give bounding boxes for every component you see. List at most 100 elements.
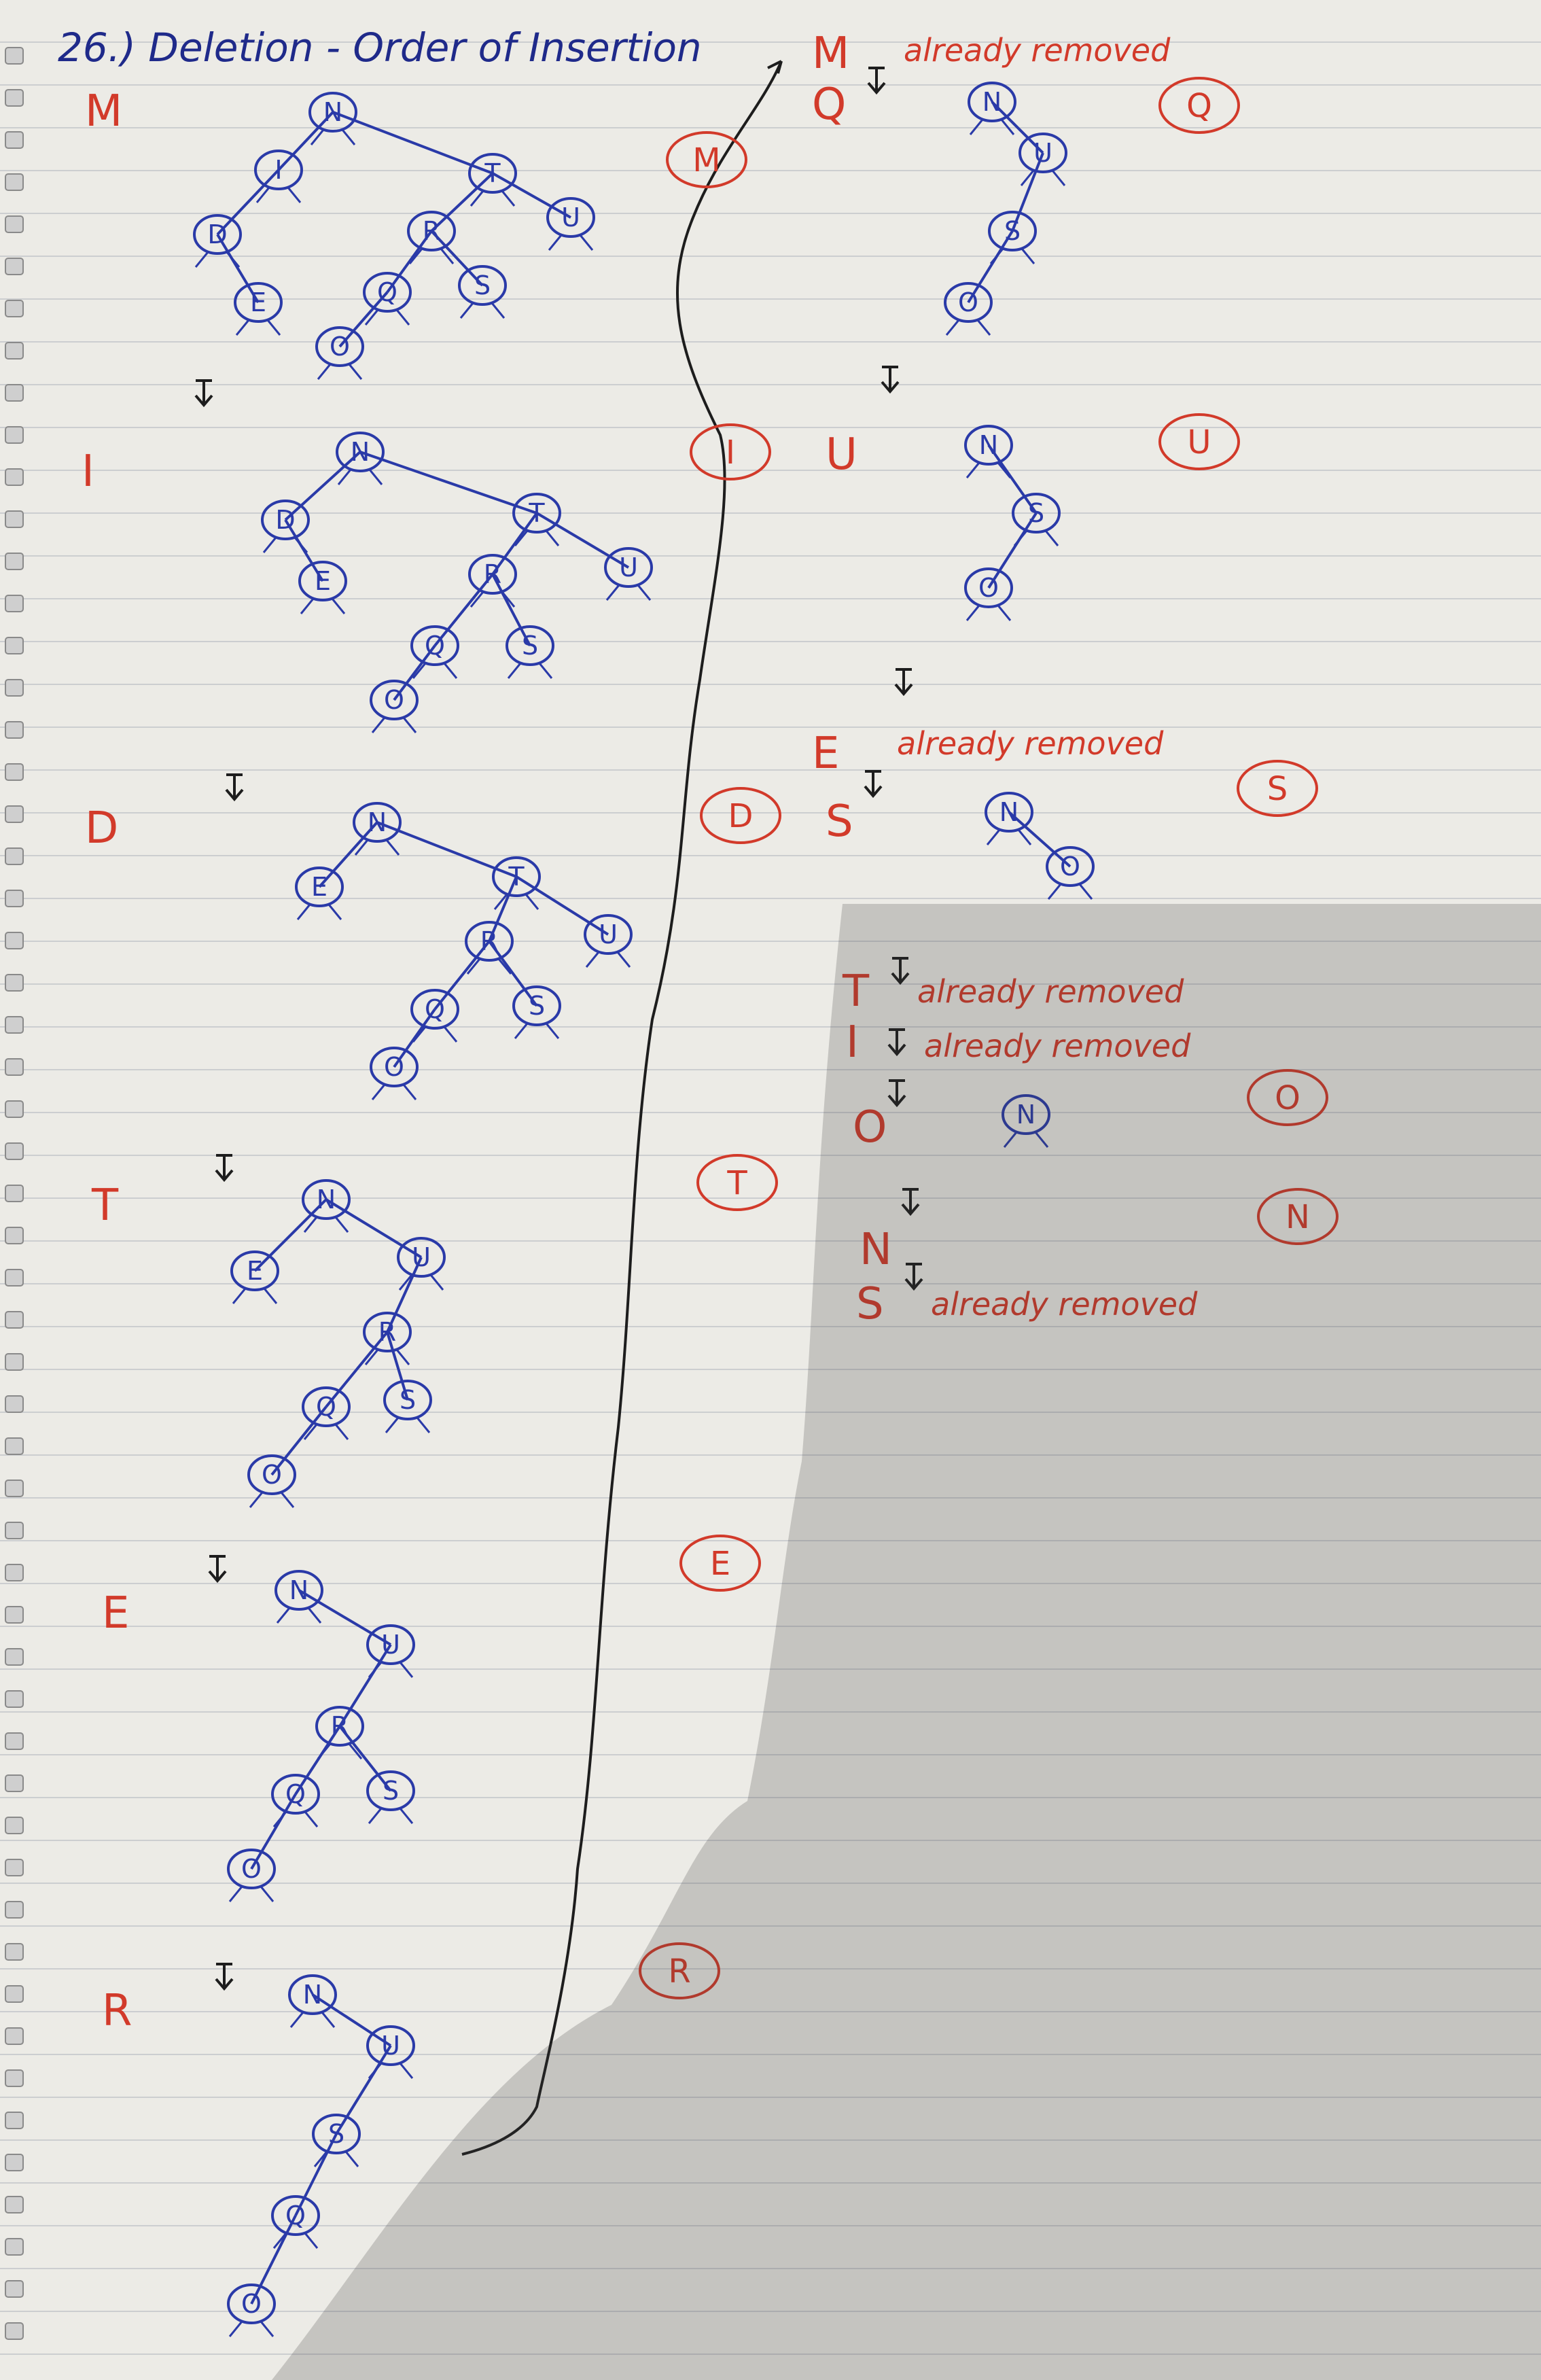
binding-hole	[5, 1058, 24, 1076]
tree-node	[312, 2114, 361, 2154]
binding-hole	[5, 637, 24, 654]
null-link	[276, 1607, 322, 1624]
tree-node-label: O	[384, 1052, 404, 1082]
tree-edge	[430, 172, 494, 232]
binding-hole	[5, 1985, 24, 2003]
step-letter: N	[860, 1225, 892, 1275]
down-arrow	[887, 1028, 906, 1057]
divider-arrow	[767, 60, 783, 74]
tree-edge	[393, 644, 436, 701]
tree-node-label: T	[508, 862, 525, 892]
binding-hole	[5, 1901, 24, 1919]
tree-node	[247, 1454, 296, 1495]
tree-node-label: Q	[377, 277, 397, 307]
binding-hole	[5, 721, 24, 739]
tree-node-label: S	[383, 1776, 399, 1806]
binding-hole	[5, 1142, 24, 1160]
tree-node-label: S	[1004, 216, 1021, 246]
tree-node-label: T	[484, 158, 501, 188]
circled-answer-label: O	[1275, 1079, 1300, 1117]
tree-node	[604, 547, 653, 588]
tree-edge	[338, 291, 389, 348]
circled-answer-label: D	[728, 797, 754, 835]
tree-node-label: N	[351, 437, 370, 467]
step-letter: O	[853, 1102, 887, 1153]
tree-node-label: S	[529, 991, 545, 1021]
tree-node-label: Q	[285, 2201, 306, 2230]
circled-answer: E	[679, 1535, 761, 1592]
binding-hole	[5, 1395, 24, 1413]
circled-answer-label: E	[710, 1545, 730, 1583]
tree-node	[397, 1237, 446, 1278]
circled-answer: I	[690, 423, 771, 480]
tree-edge	[987, 444, 1038, 514]
null-link	[385, 1417, 431, 1433]
tree-node	[363, 1312, 412, 1352]
binding-hole	[5, 89, 24, 107]
null-link	[272, 2233, 319, 2249]
circled-answer-label: Q	[1186, 87, 1212, 125]
tree-node-label: N	[1016, 1100, 1035, 1130]
binding-hole	[5, 2069, 24, 2087]
tree-node	[407, 211, 456, 251]
tree-node-label: O	[262, 1460, 282, 1490]
already-removed-note: already removed	[904, 32, 1171, 69]
tree-node-label: U	[381, 1630, 400, 1660]
tree-node-label: O	[241, 2289, 262, 2319]
circled-answer-label: R	[668, 1953, 690, 1991]
tree-edge	[386, 1331, 409, 1401]
tree-node-label: E	[315, 566, 331, 596]
tree-node	[458, 265, 507, 306]
tree-node	[302, 1386, 351, 1427]
tree-node-label: R	[331, 1711, 349, 1741]
circled-answer: U	[1158, 413, 1240, 470]
tree-node-label: S	[474, 270, 491, 300]
binding-hole	[5, 553, 24, 570]
tree-node	[193, 214, 242, 255]
tree-edge	[298, 1589, 392, 1646]
tree-node-label: R	[378, 1317, 396, 1347]
tree-node	[1002, 1094, 1050, 1135]
circled-answer-label: T	[726, 1164, 747, 1202]
tree-node	[353, 802, 402, 843]
binding-hole	[5, 258, 24, 275]
circled-answer-label: N	[1286, 1198, 1310, 1236]
tree-node	[985, 792, 1033, 833]
bst-diagram: N	[1002, 1094, 1050, 1148]
tree-node-label: U	[561, 203, 580, 232]
null-link	[303, 1217, 349, 1233]
step-letter: T	[91, 1180, 119, 1231]
tree-node	[512, 985, 561, 1026]
tree-edge	[270, 1405, 327, 1476]
tree-node-label: Q	[316, 1392, 336, 1422]
step-letter: R	[102, 1986, 132, 2036]
bst-diagram: NO	[985, 792, 1095, 900]
binding-hole	[5, 932, 24, 949]
binding-hole	[5, 468, 24, 486]
tree-node	[944, 282, 993, 323]
tree-node-label: O	[330, 332, 350, 362]
tree-node	[366, 1770, 415, 1811]
circled-answer: D	[700, 787, 781, 844]
circled-answer: S	[1237, 760, 1318, 817]
tree-node-label: U	[619, 553, 638, 582]
binding-hole	[5, 1311, 24, 1329]
tree-node-label: S	[400, 1385, 416, 1415]
tree-edge	[433, 573, 494, 647]
null-link	[470, 591, 516, 608]
tree-node-label: S	[1028, 498, 1044, 528]
binding-hole	[5, 2322, 24, 2340]
binding-hole	[5, 426, 24, 444]
null-link	[317, 364, 363, 380]
null-link	[986, 829, 1032, 845]
circled-answer: N	[1257, 1188, 1339, 1245]
null-link	[408, 248, 455, 264]
null-link	[466, 958, 512, 975]
null-link	[296, 904, 342, 920]
down-arrow	[225, 773, 244, 802]
null-link	[969, 119, 1015, 135]
down-arrow	[891, 957, 910, 985]
tree-node-label: E	[247, 1256, 263, 1286]
tree-edge	[430, 230, 484, 287]
